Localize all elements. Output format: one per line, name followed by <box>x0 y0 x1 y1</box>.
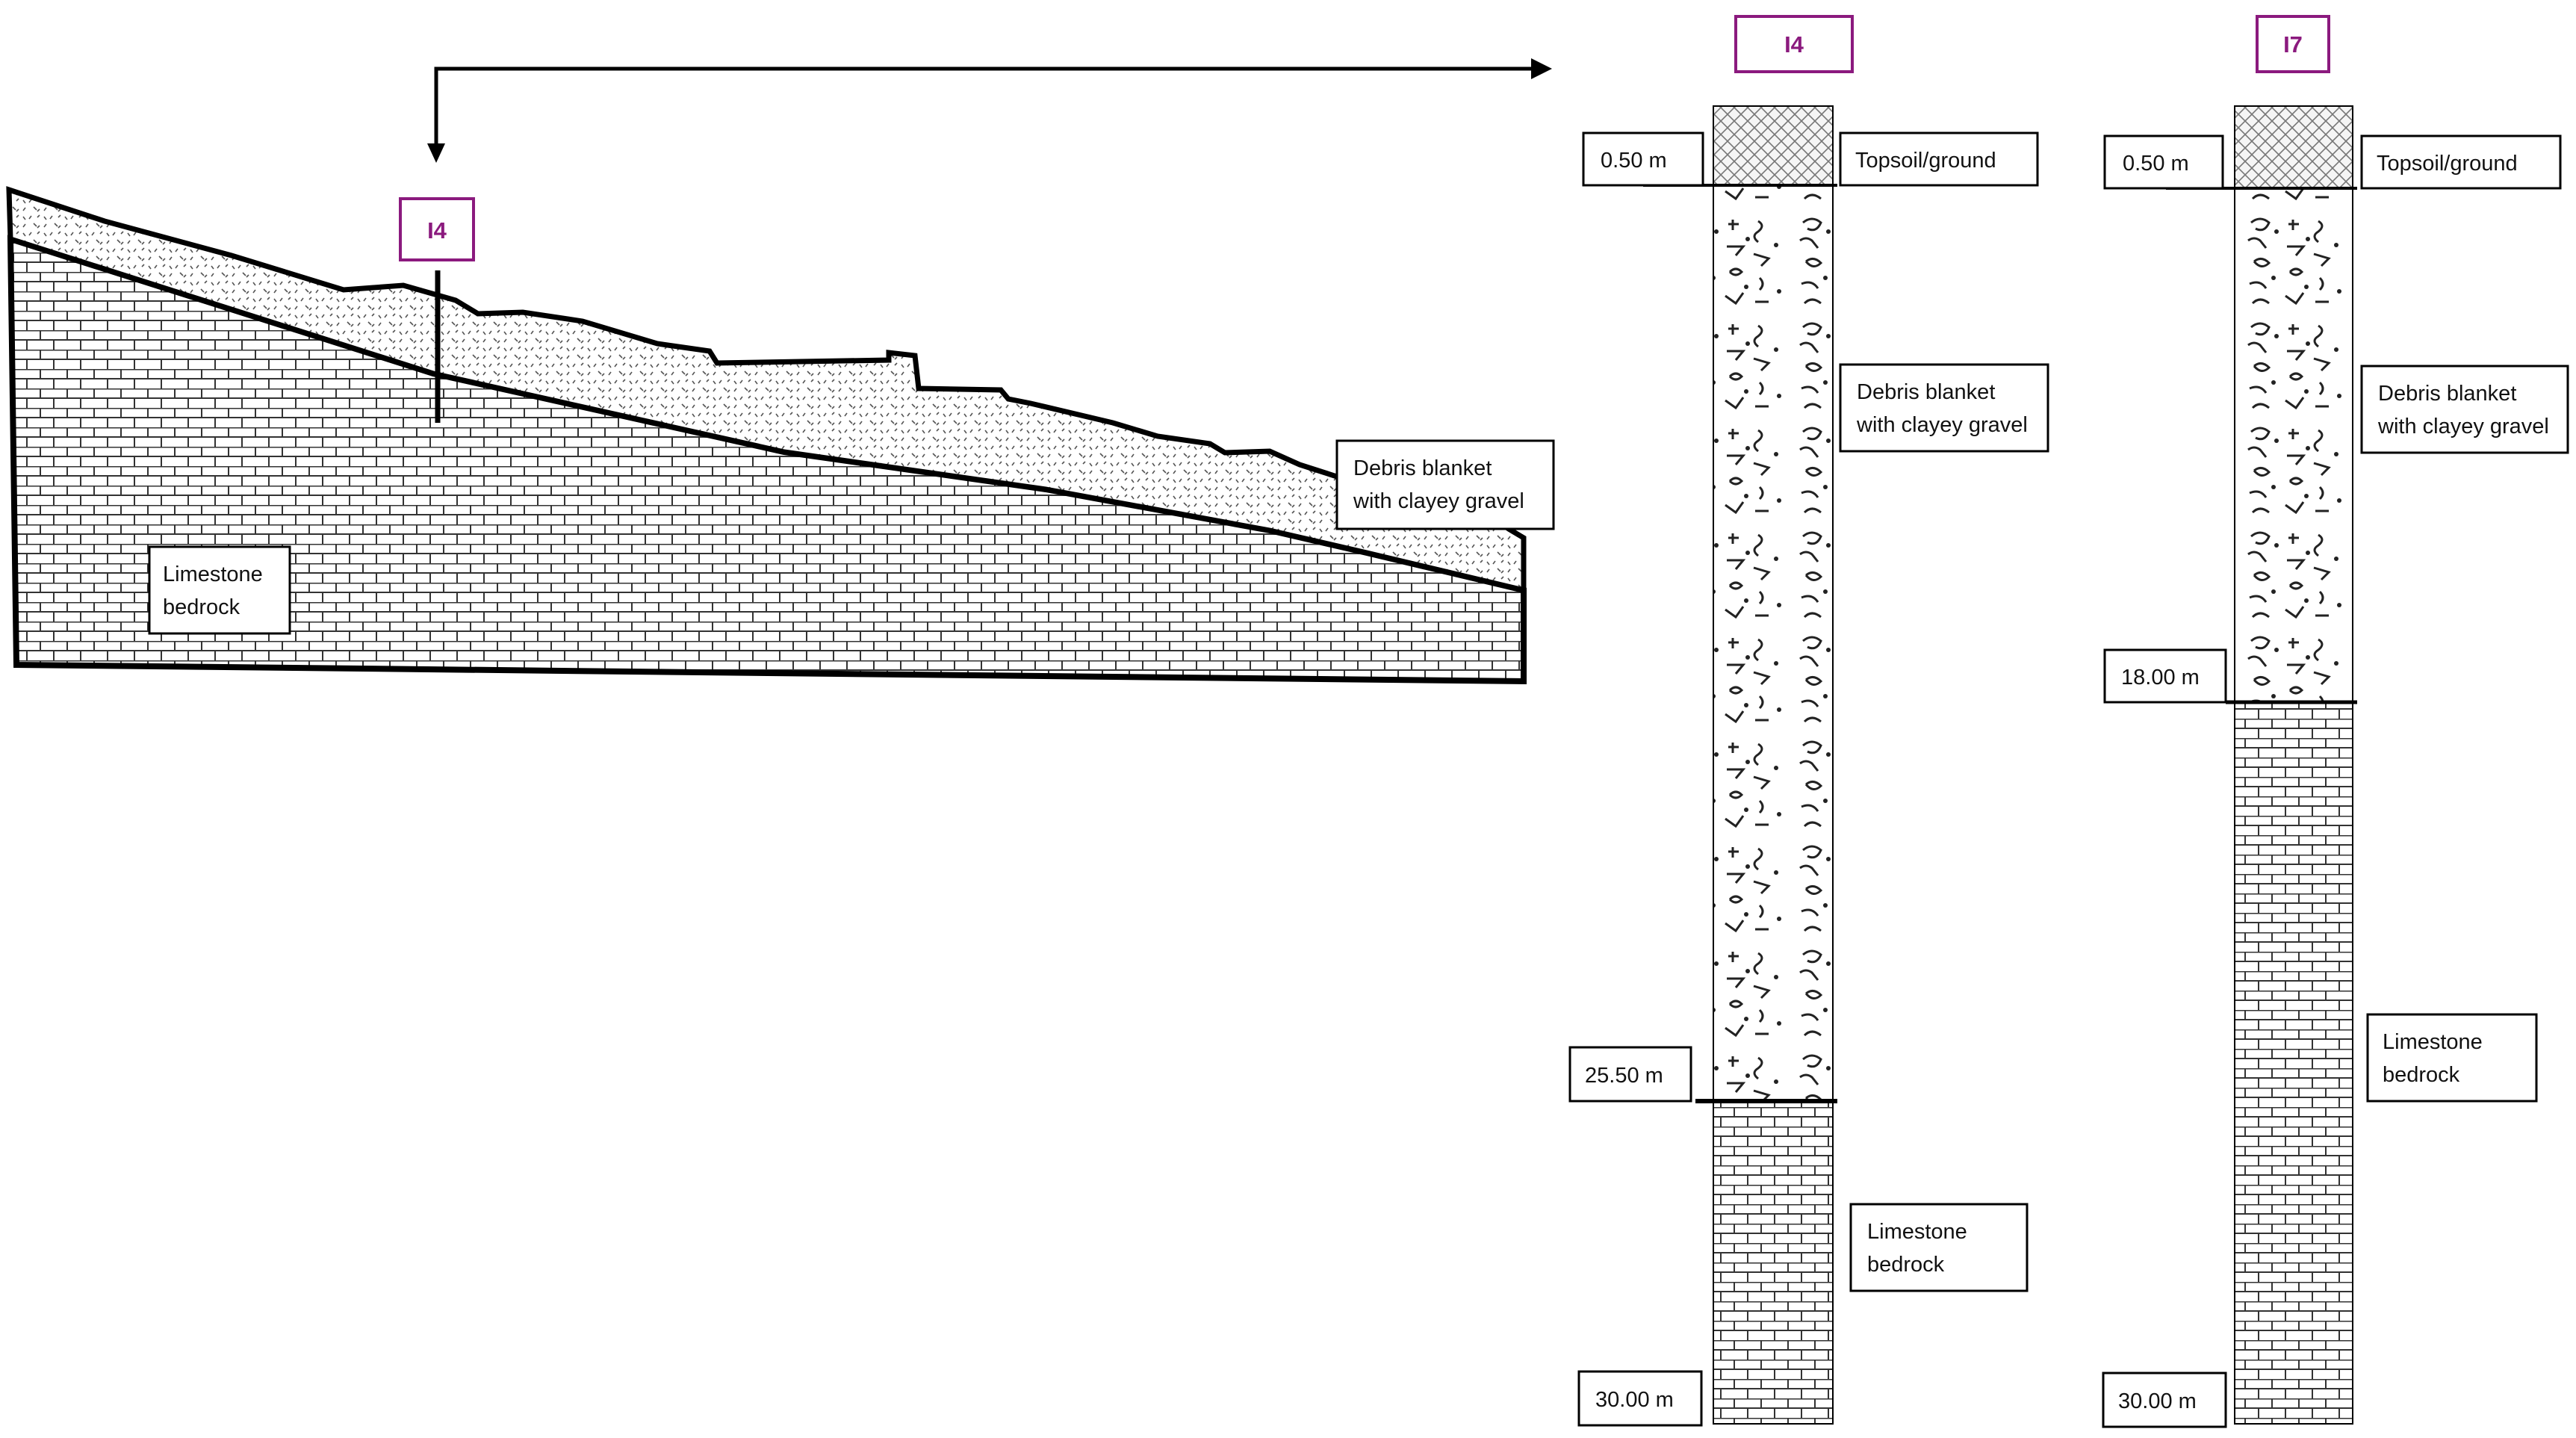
svg-text:Limestone: Limestone <box>1867 1220 1967 1244</box>
bedrock-layer <box>1713 1100 1834 1425</box>
log-tag: I4 <box>1734 15 1854 73</box>
layer-label-bedrock: Limestone bedrock <box>2366 1013 2538 1103</box>
svg-text:Topsoil/ground: Topsoil/ground <box>1855 149 1996 173</box>
svg-text:Topsoil/ground: Topsoil/ground <box>2377 152 2518 176</box>
depth-label-debris-base: 25.50 m <box>1568 1046 1692 1103</box>
borehole-log-i4: I4 0.50 m 25.50 m 30.00 m Topsoil/ground… <box>1568 15 2049 1427</box>
depth-label-bottom: 30.00 m <box>2102 1372 2227 1428</box>
svg-text:Limestone: Limestone <box>163 563 263 586</box>
section-borehole-tag: I4 <box>399 197 475 261</box>
cross-section: I4 Debris blanket with clayey gravel Lim… <box>6 58 1555 685</box>
layer-label-topsoil: Topsoil/ground <box>1839 131 2039 187</box>
topsoil-layer <box>1713 105 1834 186</box>
section-bedrock-label: Limestone bedrock <box>148 545 291 635</box>
svg-text:Debris blanket: Debris blanket <box>2378 382 2516 406</box>
depth-label-topsoil: 0.50 m <box>2103 134 2224 190</box>
section-debris-label: Debris blanket with clayey gravel <box>1335 439 1555 530</box>
svg-text:bedrock: bedrock <box>163 595 240 619</box>
svg-text:18.00 m: 18.00 m <box>2121 666 2200 689</box>
topsoil-layer <box>2234 105 2353 189</box>
debris-layer <box>1713 185 1834 1102</box>
svg-text:bedrock: bedrock <box>2383 1063 2460 1087</box>
svg-text:bedrock: bedrock <box>1867 1253 1945 1277</box>
debris-body <box>6 186 1527 594</box>
arrow-head-down <box>427 143 445 163</box>
pointer-arrow <box>434 66 1531 158</box>
debris-layer <box>2234 188 2353 703</box>
svg-text:25.50 m: 25.50 m <box>1585 1064 1663 1088</box>
depth-label-debris-base: 18.00 m <box>2103 648 2227 704</box>
svg-text:0.50 m: 0.50 m <box>2123 152 2189 176</box>
svg-text:I7: I7 <box>2283 31 2303 58</box>
log-tag: I7 <box>2256 15 2330 73</box>
svg-text:0.50 m: 0.50 m <box>1601 149 1667 173</box>
depth-label-topsoil: 0.50 m <box>1582 131 1704 187</box>
layer-label-debris: Debris blanket with clayey gravel <box>2360 365 2569 454</box>
layer-label-bedrock: Limestone bedrock <box>1849 1203 2029 1292</box>
svg-text:30.00 m: 30.00 m <box>2118 1389 2197 1413</box>
layer-label-topsoil: Topsoil/ground <box>2360 134 2562 190</box>
layer-label-debris: Debris blanket with clayey gravel <box>1839 363 2049 453</box>
svg-text:Debris blanket: Debris blanket <box>1857 380 1995 404</box>
svg-text:with clayey gravel: with clayey gravel <box>2377 415 2549 438</box>
depth-label-bottom: 30.00 m <box>1577 1370 1703 1427</box>
svg-text:Debris blanket: Debris blanket <box>1353 456 1492 480</box>
svg-text:I4: I4 <box>427 217 447 244</box>
svg-text:with clayey gravel: with clayey gravel <box>1856 413 2028 437</box>
svg-text:I4: I4 <box>1784 31 1804 58</box>
arrow-head-right <box>1531 58 1552 79</box>
borehole-log-i7: I7 0.50 m 18.00 m 30.00 m Topsoil/ground… <box>2102 15 2569 1428</box>
svg-text:Limestone: Limestone <box>2383 1030 2483 1054</box>
svg-text:30.00 m: 30.00 m <box>1595 1388 1674 1412</box>
svg-text:with clayey gravel: with clayey gravel <box>1353 489 1524 513</box>
bedrock-layer <box>2234 701 2353 1425</box>
